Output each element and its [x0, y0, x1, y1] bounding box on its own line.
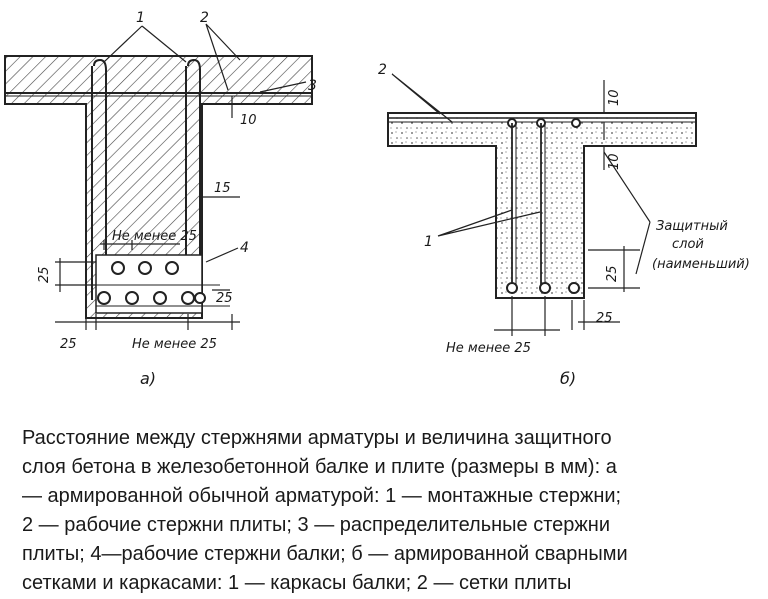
dim-10-top-b: 10	[607, 89, 622, 106]
reinforcement-diagram: 1 2 3 4 10 15 Не менее 25 25 25 25 Не ме…	[4, 10, 750, 388]
t-beam-section-a	[4, 55, 313, 319]
dim-10-mid-b: 10	[607, 153, 622, 170]
leaders-b	[391, 73, 651, 336]
caption-line: Расстояние между стержнями арматуры и ве…	[22, 427, 612, 449]
protective-layer-line2: слой	[672, 237, 704, 252]
note-b: Не менее 25	[446, 341, 531, 356]
callout-1-b: 1	[424, 234, 433, 250]
caption-line: — армированной обычной арматурой: 1 — мо…	[22, 485, 622, 507]
subfig-label-a: а)	[140, 369, 156, 388]
dim-25-small-a: 25	[216, 291, 233, 306]
callout-1-a: 1	[136, 10, 145, 26]
caption-line: плиты; 4—рабочие стержни балки; б — арми…	[22, 543, 628, 565]
dim-25-vertical-a: 25	[37, 266, 52, 283]
dim-10-a: 10	[240, 113, 257, 128]
caption-line: сетками и каркасами: 1 — каркасы балки; …	[22, 572, 572, 594]
diagram-b: 2 1 10 10 25 25 Не менее 25 Защитный сло…	[378, 62, 750, 388]
caption-line: 2 — рабочие стержни плиты; 3 — распредел…	[22, 514, 610, 536]
protective-layer-line3: (наименьший)	[652, 257, 750, 272]
figure-caption: Расстояние между стержнями арматуры и ве…	[22, 424, 752, 598]
protective-layer-line1: Защитный	[656, 219, 728, 234]
subfig-label-b: б)	[560, 369, 576, 388]
note-upper-a: Не менее 25	[112, 229, 197, 244]
dim-25-left-a: 25	[60, 337, 77, 352]
callout-4-a: 4	[240, 240, 249, 256]
callout-2-a: 2	[200, 10, 209, 26]
caption-line: слоя бетона в железобетонной балке и пли…	[22, 456, 617, 478]
dim-25-bottom-b: 25	[596, 311, 613, 326]
t-beam-section-b	[387, 112, 697, 299]
note-lower-a: Не менее 25	[132, 337, 217, 352]
leaders-a	[55, 23, 307, 330]
dim-15-a: 15	[214, 181, 231, 196]
callout-3-a: 3	[308, 78, 317, 94]
dim-25-vertical-b: 25	[605, 265, 620, 282]
beam-cage-bars-b	[506, 282, 580, 294]
callout-2-b: 2	[378, 62, 387, 78]
working-bars-lower-a	[97, 291, 206, 305]
working-bars-upper-a	[111, 261, 179, 275]
stirrup-a	[93, 58, 201, 300]
diagram-a: 1 2 3 4 10 15 Не менее 25 25 25 25 Не ме…	[4, 10, 317, 388]
